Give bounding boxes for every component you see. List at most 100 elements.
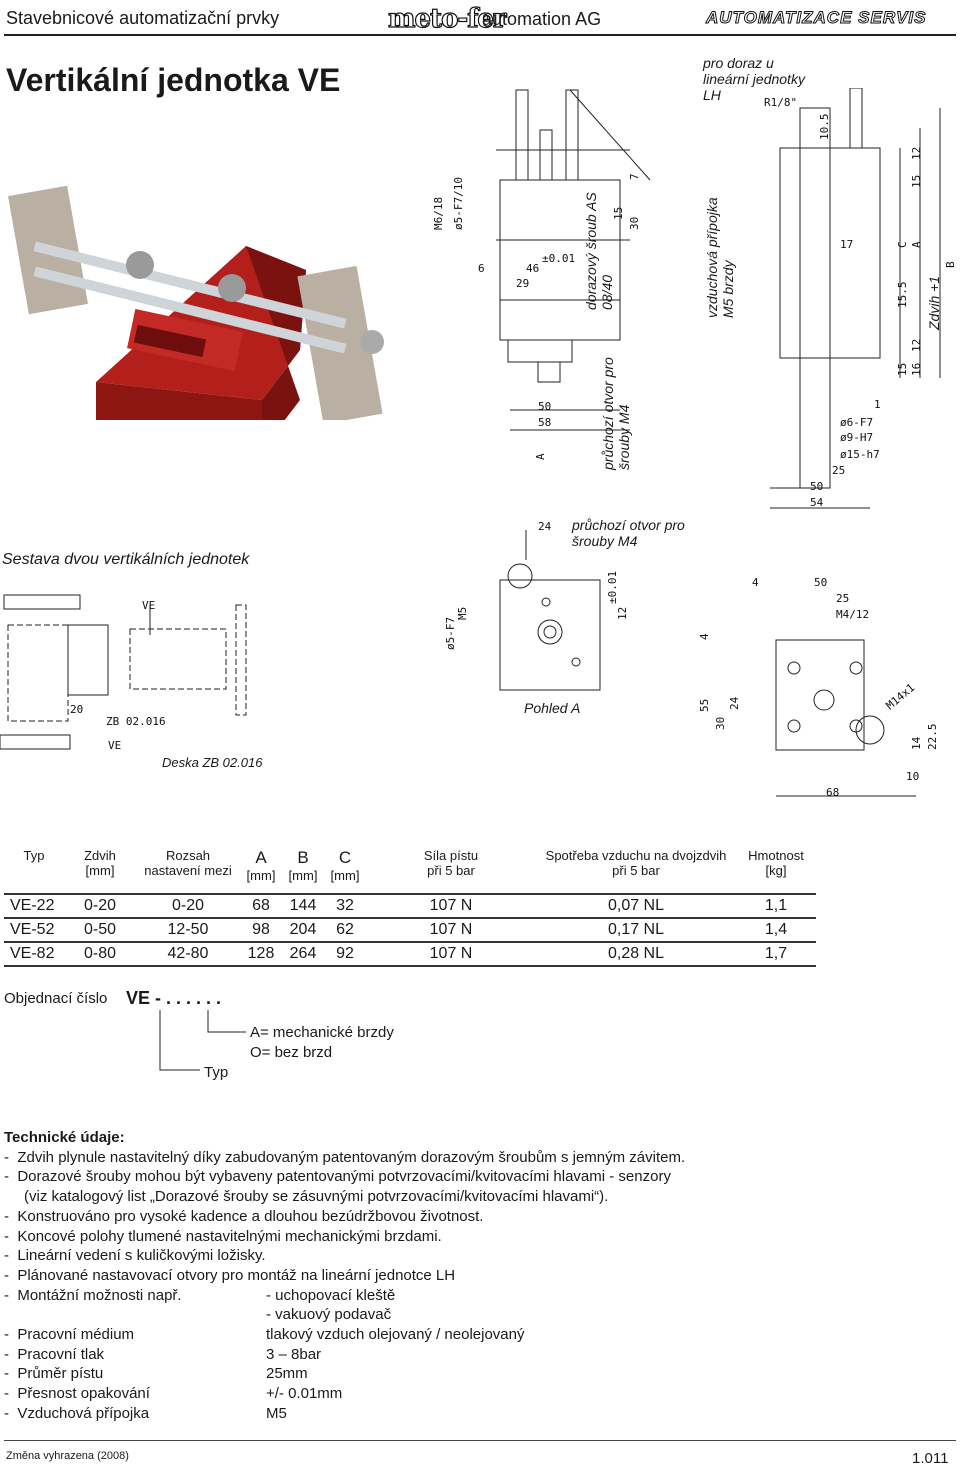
dim-label: 10 [906, 770, 919, 783]
dim-label: A [910, 241, 923, 248]
page-title: Vertikální jednotka VE [6, 62, 341, 98]
tech-bullet: - Konstruováno pro vysoké kadence a dlou… [4, 1207, 484, 1225]
dim-label: ±0.01 [606, 571, 619, 604]
dim-label: 12 [910, 147, 923, 160]
dim-label: A [534, 453, 547, 460]
dim-label: 20 [70, 703, 83, 716]
footer-rule [4, 1440, 956, 1441]
tech-heading: Technické údaje: [4, 1129, 125, 1146]
dim-label: 24 [538, 520, 552, 533]
dim-label: 50 [810, 480, 823, 493]
dim-label: 22.5 [926, 724, 939, 751]
dim-label: ø6-F7 [840, 416, 873, 429]
tech-bullet: - Plánované nastavovací otvory pro montá… [4, 1266, 456, 1284]
dim-label: 24 [728, 696, 741, 710]
dim-label: 12 [616, 607, 629, 620]
tech-bullet: - Zdvih plynule nastavitelný díky zabudo… [4, 1148, 686, 1166]
dim-label: C [896, 241, 909, 248]
through-hole-label: průchozí otvor pro šrouby M4 [600, 357, 632, 470]
tech-bullet: - Dorazové šrouby mohou být vybaveny pat… [4, 1168, 671, 1186]
tech-mount: - vakuový podavač [266, 1306, 392, 1324]
product-photo [8, 185, 384, 420]
order-leader-lines [159, 1010, 246, 1071]
side-drawing: R1/8" 10.5 15 12 17 C A 15.5 B 15 12 16 … [764, 88, 957, 509]
view-a-drawing: 24 ø5-F7 M5 ±0.01 12 [444, 520, 629, 691]
dim-label: 54 [810, 496, 824, 509]
dim-label: ø5-F7/10 [452, 177, 465, 230]
dim-label: ø9-H7 [840, 431, 873, 444]
dim-label: 50 [814, 576, 827, 589]
dim-label: 29 [516, 277, 529, 290]
dim-label: 4 [698, 633, 711, 640]
page-number: 1.011 [912, 1450, 949, 1467]
stop-lh-label: pro doraz u lineární jednotky LH [703, 55, 805, 103]
dim-label: 10.5 [818, 114, 831, 141]
air-brake-label: vzduchová přípojka M5 brzdy [704, 197, 736, 318]
dim-label: ø15-h7 [840, 448, 880, 461]
option-a: A= mechanické brzdy [250, 1024, 394, 1041]
order-typ-label: Typ [204, 1064, 229, 1081]
assembly-label: Sestava dvou vertikálních jednotek [2, 551, 250, 568]
dim-label: 15 [910, 175, 923, 188]
header-cell: C[mm] [330, 848, 360, 883]
header-left-text: Stavebnicové automatizační prvky [6, 8, 280, 28]
header-cell: A[mm] [246, 848, 276, 883]
dim-label: 68 [826, 786, 839, 799]
through-hole-label-2: průchozí otvor pro šrouby M4 [572, 517, 685, 549]
dim-label: 1 [874, 398, 881, 411]
dim-label: 15 [612, 207, 625, 220]
dim-label: ø5-F7 [444, 617, 457, 650]
dim-label: 12 [910, 339, 923, 352]
dim-label: ±0.01 [542, 252, 575, 265]
dim-label: 15.5 [896, 282, 909, 309]
dim-label: 7 [628, 173, 641, 180]
front-drawing: M6/18 ø5-F7/10 6 46 ±0.01 29 15 30 7 50 … [432, 89, 651, 460]
header-right-logo: AUTOMATIZACE SERVIS [706, 8, 927, 28]
brand-logo: meto-fer [387, 3, 507, 34]
dim-label: M14x1 [884, 681, 918, 712]
order-code: VE - . . . . . . [126, 988, 222, 1008]
dim-label: 17 [840, 238, 853, 251]
ve-top-label: VE [142, 599, 155, 612]
option-o: O= bez brzd [250, 1044, 333, 1061]
dim-label: 14 [910, 736, 923, 750]
dim-label: 25 [836, 592, 849, 605]
order-number-label: Objednací číslo [4, 990, 108, 1007]
tech-bullet: (viz katalogový list „Dorazové šrouby se… [24, 1188, 609, 1206]
dim-label: 58 [538, 416, 551, 429]
dim-label: 30 [628, 217, 641, 230]
header-cell: Hmotnost[kg] [748, 848, 804, 878]
dim-label: B [944, 261, 957, 268]
stop-screw-label: dorazový šroub AS 08/40 [583, 192, 615, 310]
tech-bullet: - Koncové polohy tlumené nastavitelnými … [4, 1227, 442, 1245]
dim-label: R1/8" [764, 96, 797, 109]
dim-label: 30 [714, 717, 727, 730]
dim-label: M5 [456, 607, 469, 620]
header-company: automation AG [482, 9, 602, 29]
header-cell: B[mm] [288, 848, 318, 883]
dim-label: M4/12 [836, 608, 869, 621]
dim-label: M6/18 [432, 197, 445, 230]
tech-mount: - Montážní možnosti např.- uchopovací kl… [4, 1286, 396, 1304]
zb-label: ZB 02.016 [106, 715, 166, 728]
dim-label: 6 [478, 262, 485, 275]
plate-label: Deska ZB 02.016 [162, 755, 263, 770]
dim-label: 46 [526, 262, 539, 275]
view-a-label: Pohled A [524, 700, 581, 716]
plate-drawing: 4 50 25 M4/12 4 M14x1 55 30 24 14 22.5 1… [698, 576, 939, 799]
dim-label: 25 [832, 464, 845, 477]
dim-label: 16 [910, 363, 923, 376]
ve-bottom-label: VE [108, 739, 121, 752]
header-cell: Zdvih[mm] [84, 848, 116, 878]
